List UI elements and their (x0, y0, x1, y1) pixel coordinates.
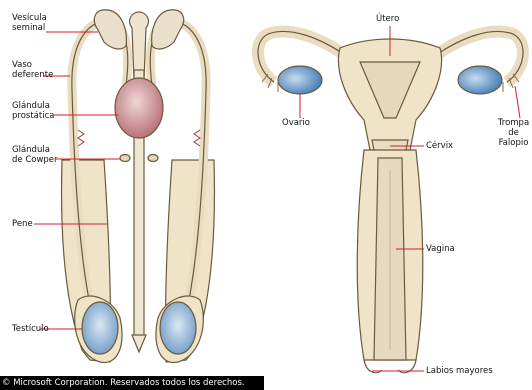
label-testiculo: Testículo (12, 324, 49, 334)
cowper-gland-right (148, 155, 158, 162)
testis-left (82, 302, 118, 354)
label-trompa-falopio: Trompa de Falopio (495, 118, 532, 148)
label-labios-mayores: Labios mayores (426, 366, 493, 376)
label-utero: Útero (376, 14, 399, 24)
label-vesicula-seminal: Vesícula seminal (12, 13, 47, 33)
ovary-left (278, 66, 322, 94)
ovary-right (458, 66, 502, 94)
testis-right (160, 302, 196, 354)
label-cervix: Cérvix (426, 141, 453, 151)
label-glandula-prostatica: Glándula prostática (12, 101, 54, 121)
label-pene: Pene (12, 219, 33, 229)
prostate (115, 78, 163, 138)
label-ovario: Ovario (282, 118, 310, 128)
copyright-notice: © Microsoft Corporation. Reservados todo… (0, 376, 264, 390)
label-vaso-deferente: Vaso deferente (12, 60, 53, 80)
label-vagina: Vagina (426, 244, 455, 254)
female-reproductive-system (258, 31, 523, 372)
seminal-vesicle-left (94, 10, 126, 49)
label-glandula-cowper: Glándula de Cowper (12, 145, 58, 165)
cowper-gland-left (120, 155, 130, 162)
seminal-vesicle-right (152, 10, 184, 49)
male-reproductive-system (62, 10, 215, 363)
